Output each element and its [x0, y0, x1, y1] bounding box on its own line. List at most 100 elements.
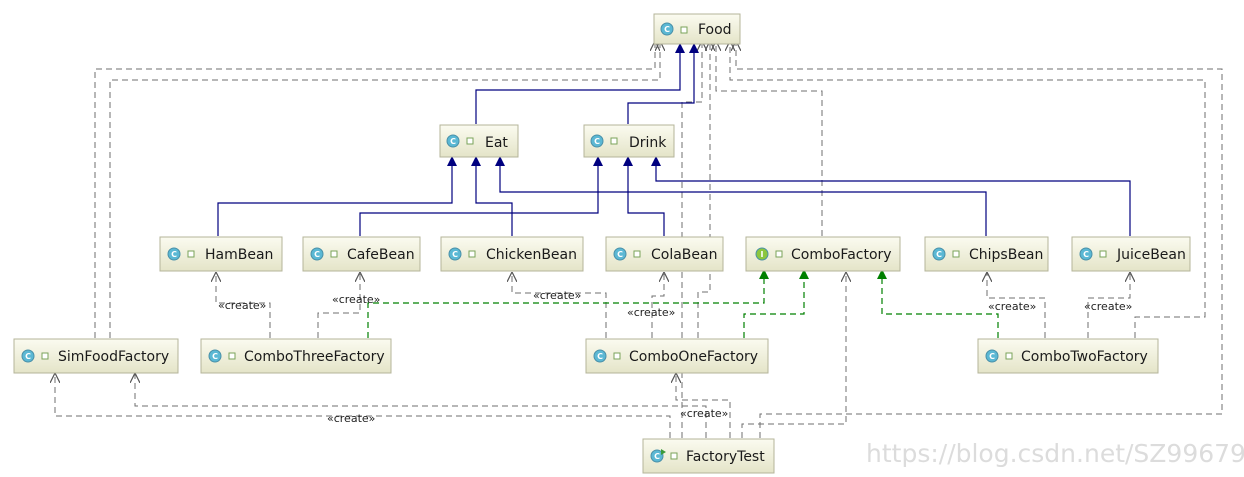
class-node-cafebean[interactable]: C CafeBean [302, 236, 421, 272]
edge-hambean-eat [217, 156, 457, 236]
edge-comboonefactory-combofactory [743, 269, 809, 338]
class-icon [208, 349, 222, 363]
edge-factorytest-simfoodfactory [55, 374, 671, 438]
edge-combotwofactory-juicebean [1087, 273, 1130, 338]
class-label-combotwofactory: ComboTwoFactory [1021, 349, 1148, 365]
class-node-combofactory[interactable]: I ComboFactory [745, 236, 901, 272]
edge-factorytest-food-2 [681, 42, 702, 438]
class-icon [985, 349, 999, 363]
edge-chickenbean-eat [471, 156, 513, 236]
dependency-edges [55, 42, 1223, 438]
class-icon [590, 134, 604, 148]
public-visibility-icon [1099, 250, 1107, 258]
class-icon [448, 247, 462, 261]
create-label-colabean: «create» [627, 306, 675, 319]
public-visibility-icon [330, 250, 338, 258]
interface-icon [755, 247, 769, 261]
svg-text:C: C [25, 352, 31, 361]
create-label-juicebean: «create» [1084, 300, 1132, 313]
class-node-hambean[interactable]: C HamBean [159, 236, 283, 272]
create-label-chipsbean: «create» [988, 300, 1036, 313]
edge-eat-food [475, 43, 685, 124]
class-icon [167, 247, 181, 261]
class-label-chipsbean: ChipsBean [969, 247, 1043, 263]
class-node-combotwofactory[interactable]: C ComboTwoFactory [977, 338, 1159, 374]
public-visibility-icon [610, 137, 618, 145]
class-node-combothreefactory[interactable]: C ComboThreeFactory [200, 338, 392, 374]
class-label-combothreefactory: ComboThreeFactory [244, 349, 385, 365]
class-label-simfoodfactory: SimFoodFactory [58, 349, 169, 365]
edge-comboonefactory-colabean [651, 273, 664, 338]
main-class-icon [650, 449, 664, 463]
class-icon [660, 22, 674, 36]
class-icon-letter: C [664, 25, 670, 34]
class-node-drink[interactable]: C Drink [583, 124, 675, 158]
edge-factorytest-comboonefactory [676, 374, 731, 438]
class-icon [21, 349, 35, 363]
create-label-chickenbean: «create» [533, 289, 581, 302]
class-label-chickenbean: ChickenBean [486, 247, 577, 263]
edge-comboonefactory-food [697, 42, 710, 338]
svg-text:C: C [936, 250, 942, 259]
public-visibility-icon [680, 26, 688, 34]
class-node-eat[interactable]: C Eat [439, 124, 519, 158]
edge-cafebean-drink [359, 156, 603, 236]
class-label-combofactory: ComboFactory [791, 247, 892, 263]
class-label-cafebean: CafeBean [347, 247, 415, 263]
edge-factorytest-combothreefactory [135, 374, 707, 438]
class-label-food: Food [698, 22, 732, 38]
edge-factorytest-food [736, 42, 1223, 438]
class-label-colabean: ColaBean [651, 247, 717, 263]
edge-combothreefactory-food [109, 42, 660, 338]
class-label-comboonefactory: ComboOneFactory [629, 349, 758, 365]
svg-text:C: C [171, 250, 177, 259]
class-node-chipsbean[interactable]: C ChipsBean [924, 236, 1049, 272]
svg-text:I: I [761, 250, 764, 259]
create-label-simfoodfactory: «create» [327, 412, 375, 425]
public-visibility-icon [613, 352, 621, 360]
svg-text:C: C [314, 250, 320, 259]
svg-text:C: C [212, 352, 218, 361]
class-icon [932, 247, 946, 261]
class-label-drink: Drink [629, 135, 667, 151]
create-label-hambean: «create» [218, 299, 266, 312]
watermark-text: https://blog.csdn.net/SZ996795 [866, 439, 1244, 468]
class-icon [613, 247, 627, 261]
class-icon [310, 247, 324, 261]
stereotype-labels: «create» «create» «create» «create» «cre… [218, 289, 1132, 425]
class-node-comboonefactory[interactable]: C ComboOneFactory [585, 338, 769, 374]
public-visibility-icon [670, 452, 678, 460]
class-node-juicebean[interactable]: C JuiceBean [1071, 236, 1191, 272]
svg-text:C: C [989, 352, 995, 361]
public-visibility-icon [775, 250, 783, 258]
class-icon [446, 134, 460, 148]
edge-chipsbean-eat [495, 156, 987, 236]
create-label-comboonefactory: «create» [680, 407, 728, 420]
class-node-simfoodfactory[interactable]: C SimFoodFactory [13, 338, 179, 374]
class-node-factorytest[interactable]: C FactoryTest [642, 438, 775, 474]
edge-colabean-drink [623, 156, 665, 236]
edge-combothreefactory-hambean [216, 273, 271, 338]
edge-combofactory-food [716, 42, 823, 236]
edge-combothreefactory-cafebean [317, 273, 360, 338]
class-label-hambean: HamBean [205, 247, 273, 263]
class-label-eat: Eat [485, 135, 508, 151]
class-node-colabean[interactable]: C ColaBean [605, 236, 724, 272]
svg-text:C: C [1083, 250, 1089, 259]
class-icon [593, 349, 607, 363]
create-label-cafebean: «create» [332, 293, 380, 306]
edge-combotwofactory-food [730, 42, 1206, 338]
public-visibility-icon [468, 250, 476, 258]
public-visibility-icon [952, 250, 960, 258]
public-visibility-icon [1005, 352, 1013, 360]
class-label-factorytest: FactoryTest [686, 449, 765, 465]
class-node-chickenbean[interactable]: C ChickenBean [440, 236, 584, 272]
edge-comboonefactory-chickenbean [512, 273, 607, 338]
class-node-food[interactable]: C Food [653, 13, 741, 45]
svg-text:C: C [452, 250, 458, 259]
implementation-edges [367, 269, 999, 338]
edge-combotwofactory-combofactory [877, 269, 999, 338]
edge-drink-food [627, 43, 699, 124]
public-visibility-icon [41, 352, 49, 360]
